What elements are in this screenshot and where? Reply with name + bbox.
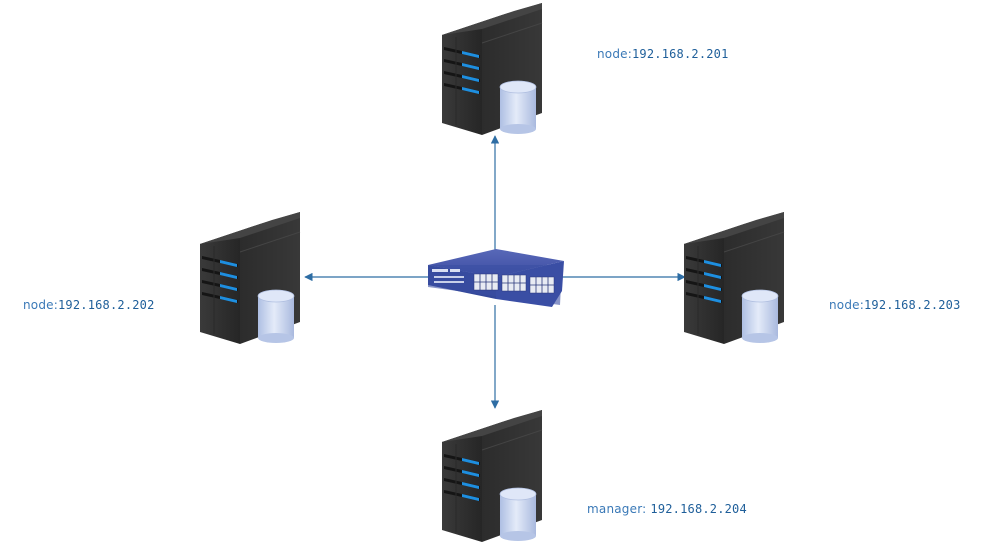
manager-204-label: manager: 192.168.2.204 — [587, 502, 747, 516]
manager-204-ip: 192.168.2.204 — [650, 502, 747, 516]
node-202-role: node: — [23, 298, 58, 312]
node-203-label: node:192.168.2.203 — [829, 298, 961, 312]
network-switch-icon — [428, 249, 564, 307]
node-201-role: node: — [597, 47, 632, 61]
node-201-ip: 192.168.2.201 — [632, 47, 729, 61]
node-201-label: node:192.168.2.201 — [597, 47, 729, 61]
node-203-role: node: — [829, 298, 864, 312]
server-node-201-icon — [442, 3, 547, 135]
manager-204-role: manager: — [587, 502, 651, 516]
node-203-ip: 192.168.2.203 — [864, 298, 961, 312]
server-node-203-icon — [684, 212, 789, 344]
node-202-ip: 192.168.2.202 — [58, 298, 155, 312]
server-manager-204-icon — [442, 410, 547, 542]
node-202-label: node:192.168.2.202 — [23, 298, 155, 312]
server-node-202-icon — [200, 212, 305, 344]
